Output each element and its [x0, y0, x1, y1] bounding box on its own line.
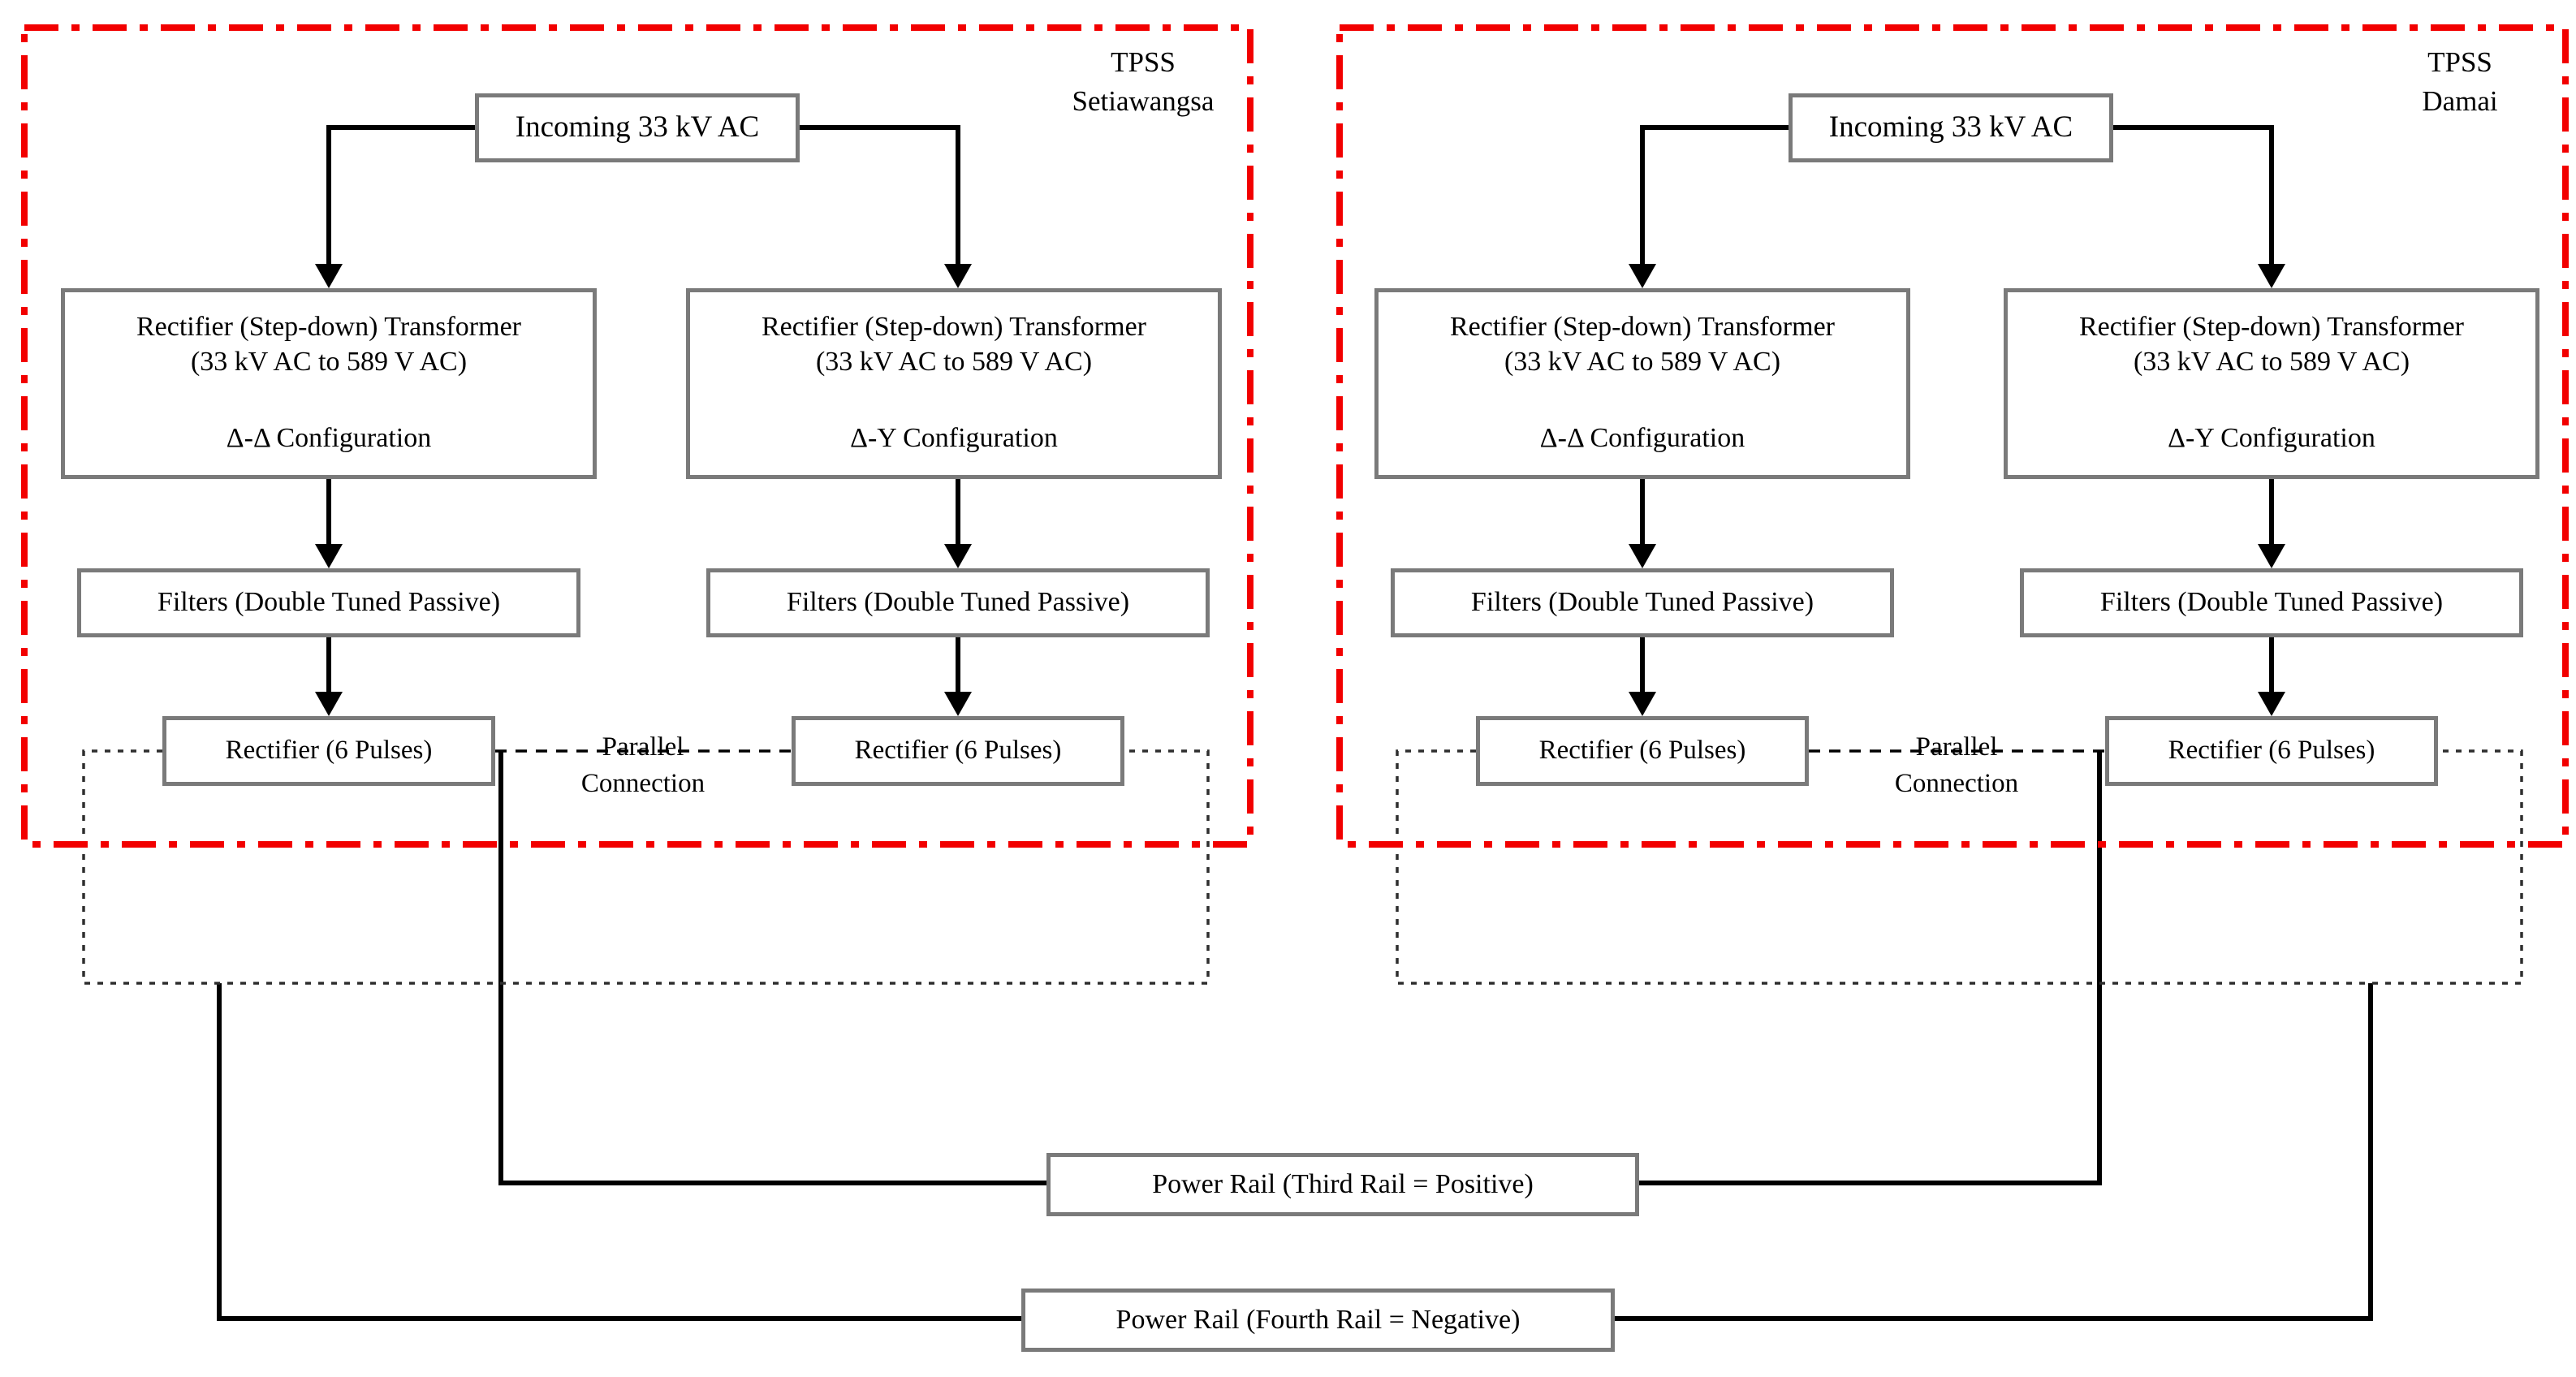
feeder-line-right-dy [2113, 125, 2274, 282]
arrowhead-left-dd-rectifier [315, 692, 343, 716]
arrowhead-left-dy-filter [944, 544, 972, 568]
filters-box-right-dy: Filters (Double Tuned Passive) [2020, 568, 2523, 637]
transformer-title: Rectifier (Step-down) Transformer [136, 312, 521, 342]
transformer-ratio: (33 kV AC to 589 V AC) [815, 346, 1093, 377]
rectifier-box-right-dy: Rectifier (6 Pulses) [2105, 716, 2438, 786]
transformer-ratio: (33 kV AC to 589 V AC) [190, 346, 468, 377]
arrowhead-right-dd-transformer [1629, 264, 1656, 288]
incoming-supply-box-left: Incoming 33 kV AC [475, 93, 800, 162]
dc-bus-loop-left [82, 749, 1210, 985]
parallel-connection-label-left: Parallel Connection [521, 729, 765, 802]
incoming-supply-label: Incoming 33 kV AC [1828, 110, 2073, 145]
filters-box-right-dd: Filters (Double Tuned Passive) [1391, 568, 1894, 637]
transformer-title: Rectifier (Step-down) Transformer [761, 312, 1146, 342]
power-rail-third-label: Power Rail (Third Rail = Positive) [1152, 1168, 1534, 1199]
fourth-rail-feed-left [217, 983, 1021, 1321]
parallel-label-line1: Parallel [1915, 732, 1998, 762]
tpss-region-label-setiawangsa: TPSS Setiawangsa [1038, 43, 1249, 121]
arrowhead-right-dy-transformer [2258, 264, 2285, 288]
transformer-title: Rectifier (Step-down) Transformer [2078, 312, 2464, 342]
filters-box-left-dd: Filters (Double Tuned Passive) [77, 568, 580, 637]
transformer-box-right-dy: Rectifier (Step-down) Transformer (33 kV… [2004, 288, 2539, 479]
rectifier-label: Rectifier (6 Pulses) [2168, 736, 2375, 766]
fourth-rail-feed-right [1615, 983, 2373, 1321]
dc-bus-dotted-loops [82, 749, 2523, 985]
arrowhead-right-dd-filter [1629, 544, 1656, 568]
power-rail-fourth-box: Power Rail (Fourth Rail = Negative) [1021, 1289, 1615, 1352]
rectifier-box-right-dd: Rectifier (6 Pulses) [1476, 716, 1809, 786]
transformer-box-right-dd: Rectifier (Step-down) Transformer (33 kV… [1374, 288, 1910, 479]
third-rail-feed-left [498, 751, 1046, 1185]
tpss-label-line1: TPSS [1111, 46, 1176, 78]
transformer-box-left-dy: Rectifier (Step-down) Transformer (33 kV… [686, 288, 1222, 479]
arrowheads [315, 264, 2285, 716]
power-rail-third-box: Power Rail (Third Rail = Positive) [1046, 1153, 1639, 1216]
transformer-title: Rectifier (Step-down) Transformer [1449, 312, 1835, 342]
filters-box-left-dy: Filters (Double Tuned Passive) [706, 568, 1210, 637]
arrowhead-right-dy-filter [2258, 544, 2285, 568]
transformer-box-left-dd: Rectifier (Step-down) Transformer (33 kV… [61, 288, 597, 479]
tpss-label-line2: Damai [2422, 85, 2498, 117]
rectifier-box-left-dd: Rectifier (6 Pulses) [162, 716, 495, 786]
tpss-label-line1: TPSS [2427, 46, 2492, 78]
dc-bus-loop-right [1396, 749, 2523, 985]
filters-label: Filters (Double Tuned Passive) [786, 587, 1130, 618]
parallel-label-line2: Connection [580, 769, 705, 798]
third-rail-feed-right [1639, 751, 2102, 1185]
transformer-config: Δ-Δ Configuration [226, 423, 432, 453]
feeder-line-right-dd [1640, 125, 1789, 282]
filters-label: Filters (Double Tuned Passive) [2099, 587, 2444, 618]
parallel-label-line2: Connection [1894, 769, 2019, 798]
power-rail-fourth-label: Power Rail (Fourth Rail = Negative) [1115, 1304, 1521, 1335]
transformer-ratio: (33 kV AC to 589 V AC) [2133, 346, 2410, 377]
feeder-line-left-dd [326, 125, 475, 282]
feeder-line-left-dy [800, 125, 960, 282]
arrowhead-left-dd-filter [315, 544, 343, 568]
incoming-supply-label: Incoming 33 kV AC [515, 110, 760, 145]
rectifier-label: Rectifier (6 Pulses) [225, 736, 433, 766]
solid-connector-lines [217, 125, 2373, 1321]
filters-label: Filters (Double Tuned Passive) [157, 587, 501, 618]
arrowhead-left-dy-transformer [944, 264, 972, 288]
parallel-label-line1: Parallel [602, 732, 684, 762]
rectifier-label: Rectifier (6 Pulses) [854, 736, 1062, 766]
arrowhead-left-dd-transformer [315, 264, 343, 288]
arrowhead-right-dy-rectifier [2258, 692, 2285, 716]
transformer-config: Δ-Y Configuration [2168, 423, 2375, 453]
transformer-config: Δ-Δ Configuration [1539, 423, 1745, 453]
transformer-config: Δ-Y Configuration [850, 423, 1058, 453]
parallel-connection-label-right: Parallel Connection [1835, 729, 2078, 802]
filters-label: Filters (Double Tuned Passive) [1470, 587, 1814, 618]
rectifier-label: Rectifier (6 Pulses) [1538, 736, 1746, 766]
tpss-region-label-damai: TPSS Damai [2354, 43, 2565, 121]
arrowhead-right-dd-rectifier [1629, 692, 1656, 716]
tpss-label-line2: Setiawangsa [1072, 85, 1215, 117]
transformer-ratio: (33 kV AC to 589 V AC) [1504, 346, 1781, 377]
incoming-supply-box-right: Incoming 33 kV AC [1789, 93, 2113, 162]
arrowhead-left-dy-rectifier [944, 692, 972, 716]
rectifier-box-left-dy: Rectifier (6 Pulses) [792, 716, 1124, 786]
